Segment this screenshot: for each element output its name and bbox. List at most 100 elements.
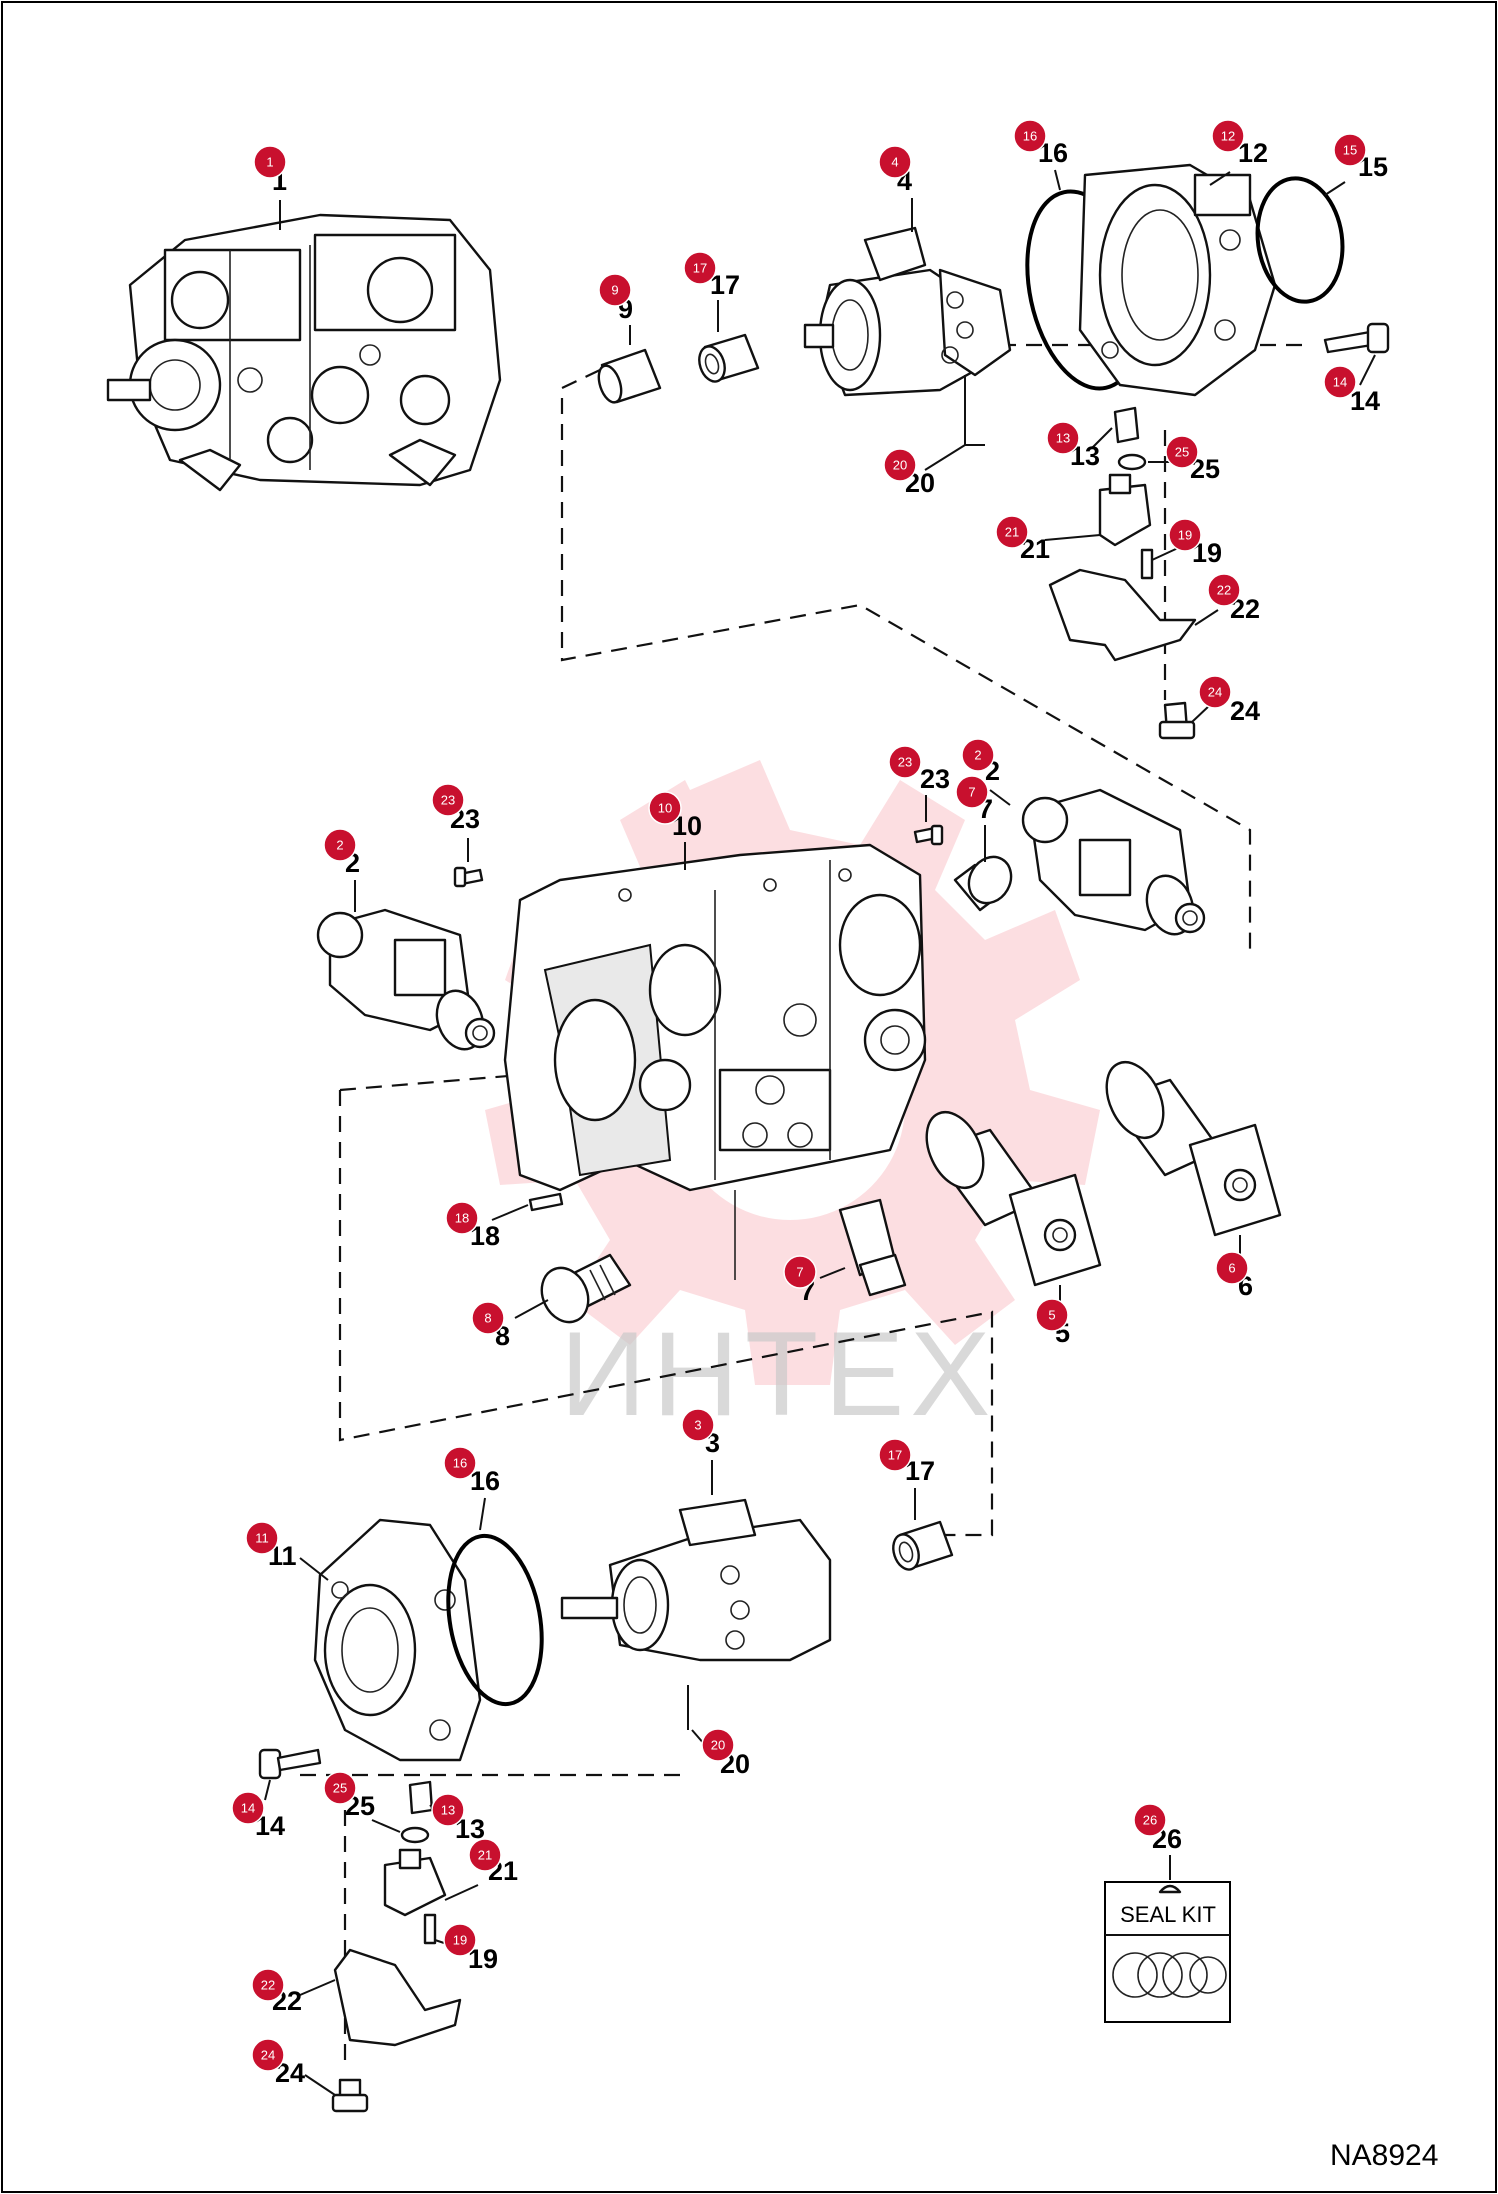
callout-badge-label: 6 (1228, 1261, 1235, 1276)
screw-23-left (453, 866, 484, 888)
rotating-group-upper (803, 226, 1012, 446)
callout-leader (304, 2074, 336, 2096)
callout-badge-label: 2 (336, 838, 343, 853)
callout-badge-label: 8 (484, 1311, 491, 1326)
watermark-text: ИНТЕХ (560, 1307, 996, 1441)
callout-badge-label: 15 (1343, 143, 1357, 158)
callout-badge (1215, 1251, 1249, 1285)
callout-4: 44 (878, 145, 913, 232)
callout-badge (445, 1201, 479, 1235)
callout-badge-label: 13 (1056, 431, 1070, 446)
callout-badge (888, 745, 922, 779)
callout-leader (1091, 427, 1113, 449)
needle-bearing-small (597, 348, 662, 404)
callout-badge-label: 17 (693, 261, 707, 276)
assembly-path-upper (560, 369, 1252, 958)
callout-badge (471, 1301, 505, 1335)
callout-leader (371, 1819, 401, 1833)
callout-leader (491, 1204, 529, 1221)
assembly-path-lower (338, 1090, 994, 1537)
callout-leader (1191, 704, 1211, 723)
seal-kit-frame (1104, 1881, 1231, 2023)
callout-badge (598, 273, 632, 307)
callout-8: 88 (471, 1299, 549, 1351)
callout-badge (245, 1521, 279, 1555)
callout-leader (924, 444, 966, 471)
pump-assembly (106, 213, 502, 492)
callout-badge-label: 21 (478, 1848, 492, 1863)
callout-9: 99 (598, 273, 633, 345)
callout-badge-label: 21 (1005, 525, 1019, 540)
end-cover-lower (313, 1518, 482, 1762)
callout-badge-label: 13 (441, 1803, 455, 1818)
callout-badge (878, 145, 912, 179)
callout-badge-label: 14 (241, 1801, 255, 1816)
callout-leader (299, 1557, 329, 1581)
callout-badge (701, 1728, 735, 1762)
callout-badge (1211, 119, 1245, 153)
callout-leader (1194, 609, 1219, 626)
callout-badge-label: 1 (266, 155, 273, 170)
callout-badge-label: 20 (711, 1738, 725, 1753)
callout-badge-label: 4 (891, 155, 898, 170)
callout-badge-label: 17 (888, 1448, 902, 1463)
callout-leader (1054, 169, 1061, 191)
callout-badge (1035, 1298, 1069, 1332)
callout-badge (1207, 573, 1241, 607)
callout-badge (231, 1791, 265, 1825)
callout-badge (955, 775, 989, 809)
valve-stack-lower (331, 1780, 462, 2113)
o-ring-15 (1255, 176, 1345, 304)
callout-badge-label: 9 (611, 283, 618, 298)
callout-badge-label: 22 (261, 1978, 275, 1993)
bearing-lower (892, 1520, 954, 1571)
callout-badge-label: 5 (1048, 1308, 1055, 1323)
servo-cylinder-6 (1105, 1061, 1282, 1237)
callout-1: 11 (253, 145, 287, 230)
callout-badge (443, 1923, 477, 1957)
o-ring-25-lower (400, 1826, 430, 1844)
callout-number: 14 (1350, 386, 1380, 416)
callout-leader (819, 1267, 846, 1279)
plug-8 (540, 1253, 632, 1324)
callout-badge (323, 828, 357, 862)
callout-number: 16 (470, 1466, 500, 1496)
callout-badge (251, 1968, 285, 2002)
cartridge-7-lower (838, 1198, 907, 1297)
callout-badge (1165, 435, 1199, 469)
callout-badge-label: 24 (1208, 685, 1222, 700)
callout-badge (1013, 119, 1047, 153)
callout-badge-label: 25 (333, 1781, 347, 1796)
o-ring-25-upper (1117, 453, 1147, 471)
callout-leader (989, 789, 1011, 806)
callout-badge (431, 783, 465, 817)
callout-badge-label: 12 (1221, 129, 1235, 144)
callout-badge (961, 738, 995, 772)
callout-2: 22 (961, 738, 1011, 806)
callout-badge (1323, 365, 1357, 399)
callout-badge (468, 1838, 502, 1872)
callout-3: 33 (681, 1408, 720, 1495)
callout-badge-label: 7 (968, 785, 975, 800)
callout-leader (299, 1979, 336, 1996)
callout-leader (1359, 354, 1376, 386)
main-housing (503, 843, 927, 1280)
o-ring-lower (446, 1533, 544, 1707)
rotating-group-lower (560, 1498, 832, 1730)
callout-badge-label: 26 (1143, 1813, 1157, 1828)
callout-leader (1209, 171, 1231, 186)
